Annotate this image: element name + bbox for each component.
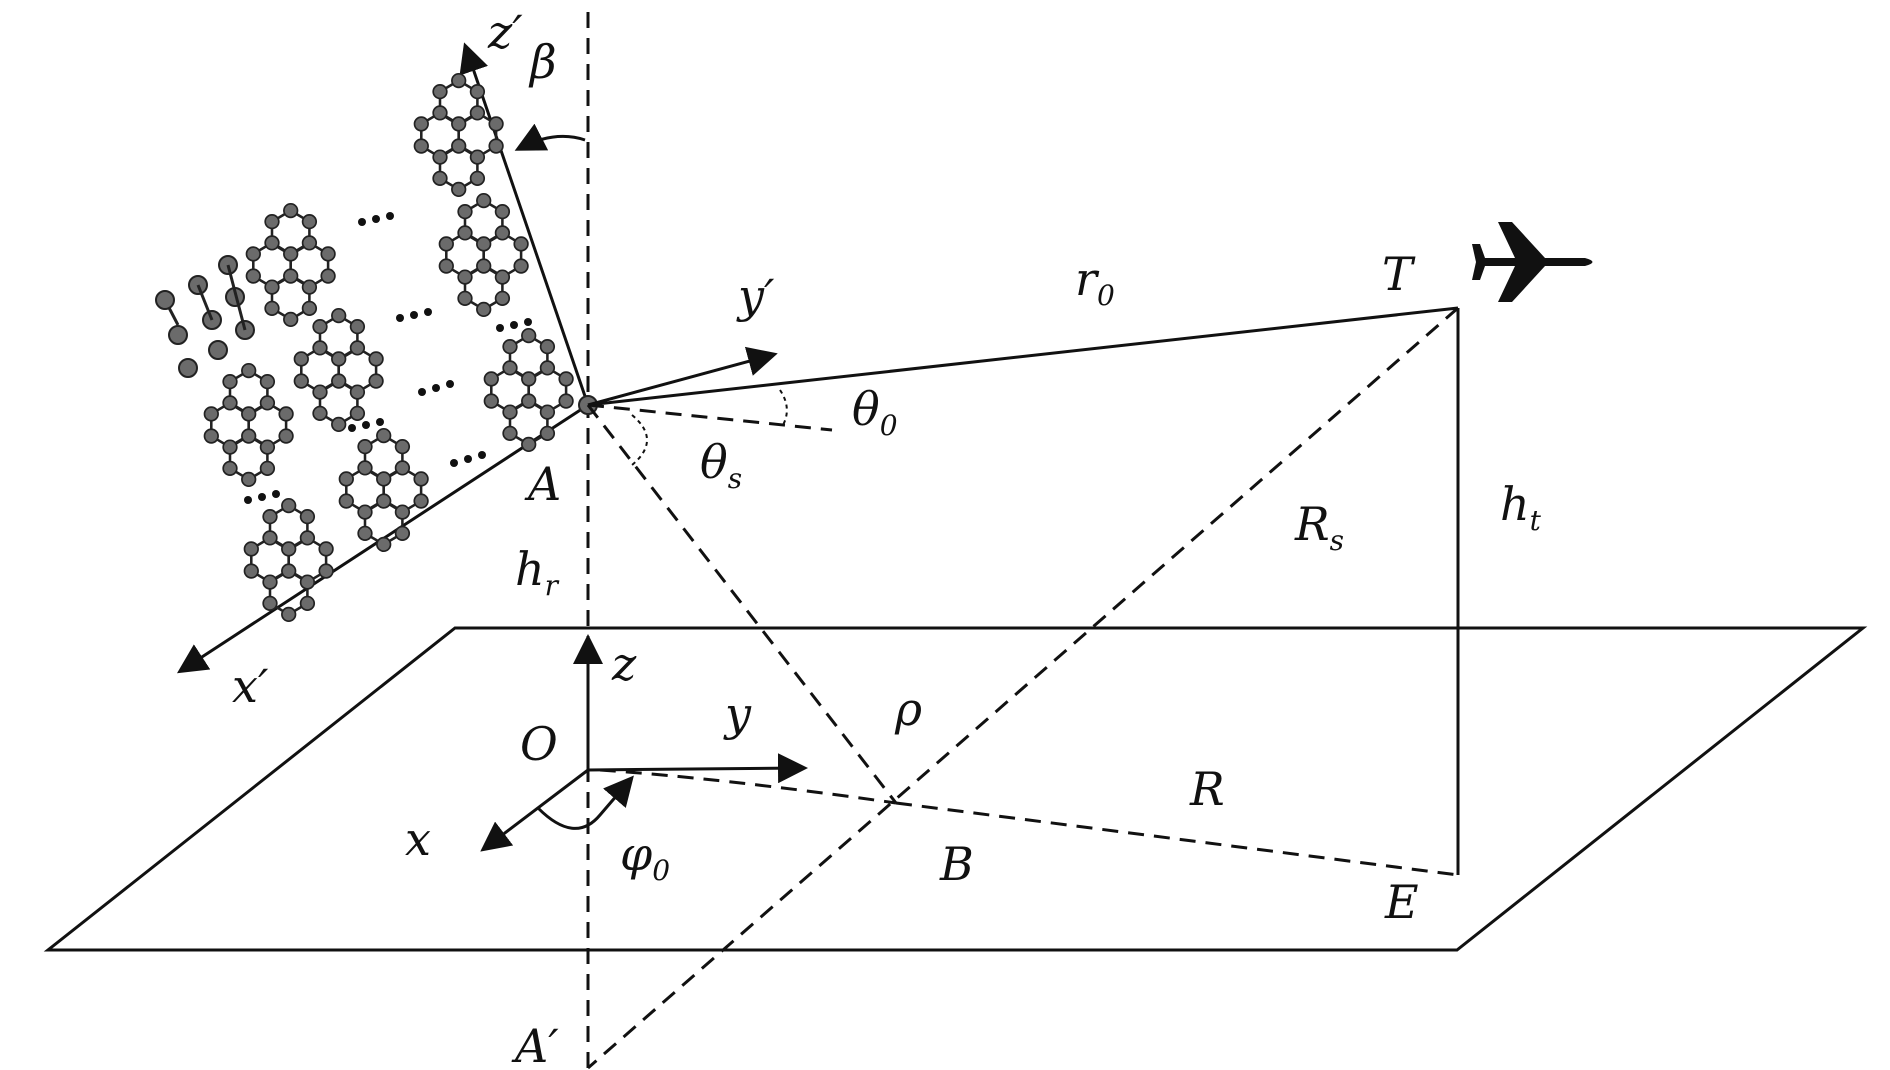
svg-text:r0: r0 [1075,252,1115,312]
label-t: T [1382,247,1416,301]
label-phi0: φ [620,827,653,881]
label-y-prime: y′ [736,269,775,323]
label-theta-s-sub: s [728,462,742,495]
label-r0: r [1075,252,1100,306]
label-r: R [1189,762,1225,816]
airplane-icon [1472,222,1593,302]
label-hr: h [515,542,545,596]
theta0-arc [779,389,788,426]
svg-text:φ0: φ0 [620,827,670,887]
beta-angle-arc [514,123,586,151]
label-x-prime: x′ [232,659,269,713]
y-prime-axis [587,346,778,407]
label-ht: h [1500,477,1530,531]
line-o-b [599,768,897,805]
svg-text:θ0: θ0 [852,382,898,442]
ris-edge-zprime [459,42,590,406]
ground-plane [43,626,1868,952]
label-ht-sub: t [1530,504,1542,537]
line-b-e [895,801,1459,877]
ris-array [155,72,575,623]
label-theta-s: θ [700,435,728,489]
line-r0 [587,306,1459,407]
theta0-reference [587,403,833,432]
label-rs: R [1294,497,1330,551]
label-a-prime: A′ [511,1019,559,1070]
label-y: y [723,687,752,741]
label-z-prime: z′ [487,5,523,59]
x-axis [480,768,589,852]
label-o: O [520,717,558,771]
svg-text:hr: hr [515,542,560,602]
svg-text:Rs: Rs [1294,497,1344,557]
label-theta0-sub: 0 [880,409,898,442]
label-hr-sub: r [545,569,560,602]
label-beta: β [528,35,557,89]
theta-s-arc [631,414,648,466]
svg-text:θs: θs [700,435,742,495]
line-rs [587,306,1459,1070]
label-rs-sub: s [1330,524,1344,557]
label-phi0-sub: 0 [652,854,670,887]
label-e: E [1384,875,1419,929]
phi0-arc [536,775,634,830]
label-theta0: θ [852,382,880,436]
label-a: A [524,457,561,511]
y-axis [587,753,808,784]
label-z: z [611,637,637,691]
label-r0-sub: 0 [1097,279,1115,312]
label-b: B [939,837,974,891]
svg-text:ht: ht [1500,477,1542,537]
diagram-labels: z′ β y′ r0 T θ0 θs A hr Rs ht x′ z O y ρ… [232,5,1542,1070]
label-rho: ρ [894,682,922,736]
label-x: x [405,812,431,866]
line-a-b [586,404,898,804]
